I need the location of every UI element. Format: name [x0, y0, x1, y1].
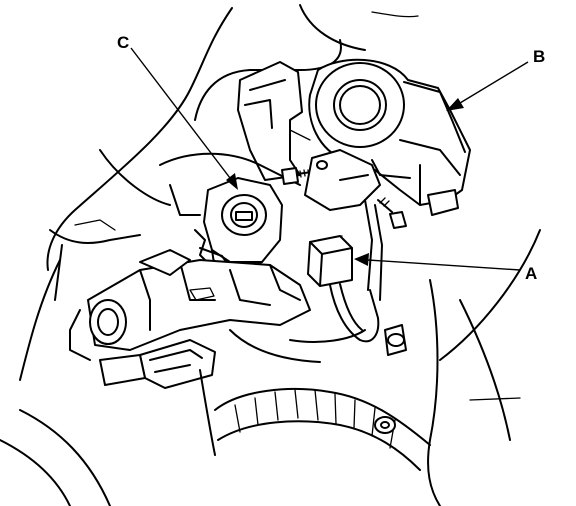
- callout-label-b: B: [533, 47, 545, 66]
- callout-label-c: C: [117, 33, 129, 52]
- callout-label-a: A: [525, 264, 537, 283]
- leader-c: [130, 47, 238, 190]
- part-a-connector: [307, 199, 383, 343]
- leader-a: [354, 253, 521, 271]
- part-b-switch-housing: [308, 58, 471, 216]
- switch-mount-plate: [304, 149, 381, 211]
- steering-column-body: [69, 249, 311, 361]
- wire-harness: [199, 329, 431, 471]
- bolt-right: [377, 197, 407, 229]
- bolt-left: [281, 167, 313, 185]
- mounting-bolts: [281, 167, 407, 356]
- bolt-lower: [384, 324, 407, 356]
- lower-connector-housing: [99, 339, 216, 389]
- dashboard-outline: [0, 4, 541, 506]
- leader-b: [446, 61, 529, 111]
- column-bracket: [159, 61, 311, 216]
